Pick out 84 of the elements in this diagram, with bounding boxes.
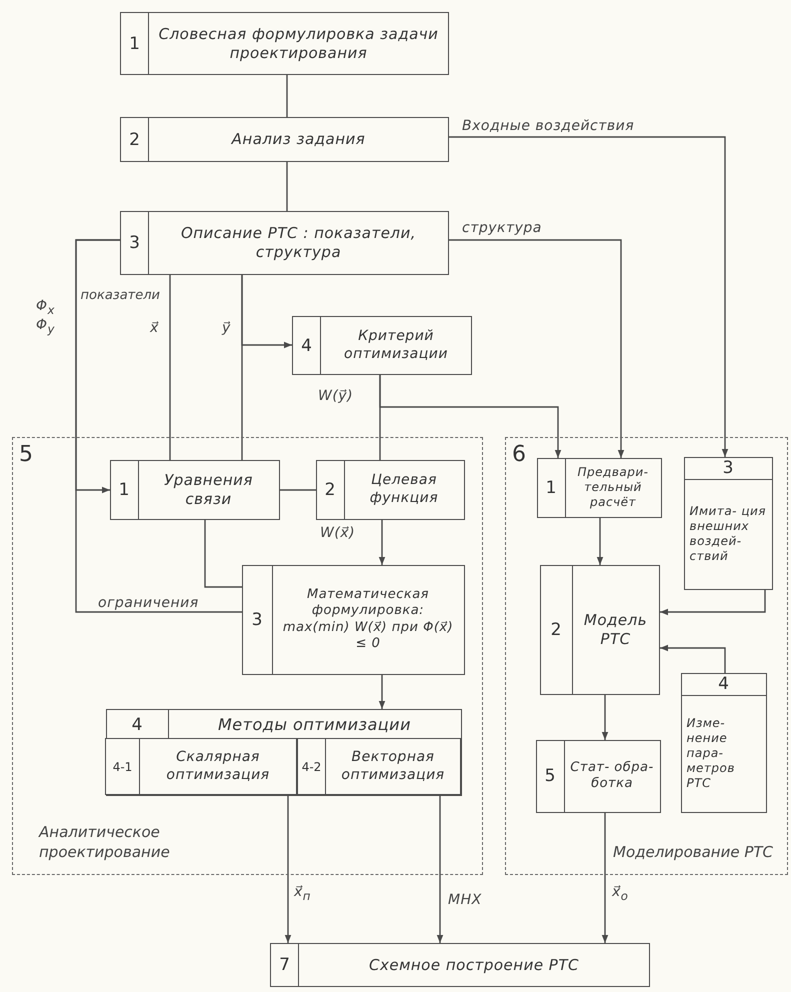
box-label: Модель РТС (582, 610, 648, 650)
process-box (316, 460, 464, 520)
process-box (297, 738, 461, 795)
process-box (106, 708, 462, 796)
connector-line (286, 75, 288, 117)
connector-line (241, 275, 292, 348)
connector-line (204, 520, 242, 588)
connector-line (449, 239, 624, 458)
connector-line (449, 136, 728, 457)
box-label: Стат- обра- ботка (569, 758, 655, 793)
region-caption: Аналитическое проектирование (39, 823, 171, 862)
region-number: 6 (512, 442, 526, 467)
process-box (110, 460, 280, 520)
connector-line (660, 590, 766, 616)
box-label: Математическая формулировка: max(min) W(x⃗) при Φ(x⃗) ≤ 0 (282, 586, 454, 653)
connector-line (169, 275, 171, 460)
text-label: показатели (80, 288, 160, 304)
edge-label: y⃗ (222, 320, 232, 337)
connector-line (379, 375, 562, 458)
box-label: Схемное построение РТС (368, 954, 580, 976)
box-number: 4-1 (106, 739, 140, 794)
box-label: Целевая функция (368, 471, 440, 508)
process-box (536, 458, 662, 518)
box-number: 4-2 (298, 739, 326, 794)
box-label: Предвари- тельный расчёт (576, 464, 650, 511)
box-label: Анализ задания (230, 129, 366, 150)
process-box (536, 740, 660, 812)
edge-label: x⃗$_{о}$ (612, 884, 630, 903)
box-number: 3 (684, 458, 772, 480)
connector-line (436, 796, 444, 943)
connector-line (284, 796, 292, 943)
edge-label: МНХ (448, 892, 483, 909)
box-label: Словесная формулировка задачи проектирования (158, 24, 440, 64)
region-caption: Моделирование РТС (613, 842, 774, 862)
connector-line (602, 695, 608, 740)
box-number: 1 (110, 460, 138, 518)
box-label: Описание РТС : показатели, структура (180, 223, 418, 263)
box-label: Скалярная оптимизация (165, 748, 271, 784)
process-box (242, 564, 464, 674)
box-label: Критерий оптимизации (343, 327, 449, 364)
process-box (270, 943, 650, 987)
box-label: Уравнения связи (163, 470, 254, 510)
process-box (120, 117, 449, 162)
process-box (120, 12, 449, 75)
connector-line (280, 489, 316, 491)
box-number: 3 (242, 566, 272, 674)
region-number: 5 (19, 442, 33, 467)
process-box (680, 672, 766, 812)
process-box (292, 316, 472, 375)
connector-line (602, 813, 608, 943)
box-label: Изме- нение пара- метров РТС (686, 715, 736, 792)
box-number: 4 (293, 317, 321, 374)
box-number: 3 (121, 212, 149, 274)
process-box (120, 211, 449, 275)
edge-label: x⃗ (150, 320, 160, 337)
edge-label: W(x⃗) (320, 525, 356, 542)
box-number: 2 (540, 566, 572, 694)
process-box (540, 564, 660, 694)
process-box (105, 738, 297, 795)
box-number: 2 (121, 118, 149, 161)
connector-line (596, 518, 604, 565)
connector-line (75, 239, 242, 613)
box-number: 1 (538, 458, 566, 516)
connector-line (378, 520, 386, 565)
edge-label: структура (462, 220, 543, 237)
box-label: Векторная оптимизация (340, 748, 446, 784)
box-number: 5 (536, 740, 564, 812)
box-number: 7 (271, 944, 299, 986)
connector-line (660, 644, 726, 673)
edge-label: Входные воздействия (462, 118, 636, 135)
box-number: 2 (316, 460, 344, 518)
dashed-region (12, 437, 483, 875)
box-number: 1 (121, 13, 149, 74)
box-label: Методы оптимизации (217, 714, 412, 736)
edge-label: W(y⃗) (318, 388, 354, 405)
process-box (684, 456, 772, 590)
edge-label: Φ$_{x}$ Φ$_{y}$ (36, 298, 56, 336)
edge-label: ограничения (98, 595, 200, 612)
dashed-region (505, 437, 788, 875)
box-number: 4 (682, 674, 766, 696)
edge-label: x⃗$_{п}$ (294, 884, 312, 903)
box-label: Имита- ция внешних воздей- ствий (688, 503, 768, 565)
connector-line (378, 675, 386, 709)
connector-line (286, 162, 288, 211)
